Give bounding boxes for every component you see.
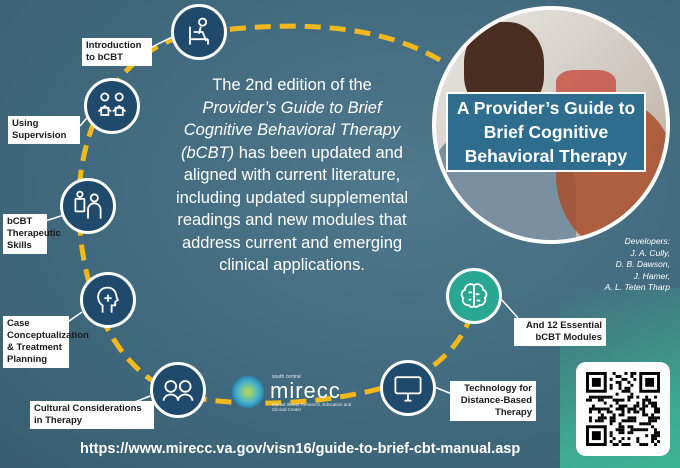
mirecc-logo: south central mirecc Mental Illness Rese… <box>232 372 362 412</box>
mirecc-logo-mark <box>232 376 264 408</box>
guide-title: A Provider’s Guide to Brief Cognitive Be… <box>446 92 646 172</box>
person-in-chair-icon <box>171 4 227 60</box>
computer-monitor-icon <box>380 360 436 416</box>
two-faces-icon <box>150 362 206 418</box>
module-label-introduction: Introduction to bCBT <box>82 38 152 66</box>
module-label-case-conceptualization: Case Conceptualization & Treatment Plann… <box>3 316 89 368</box>
module-label-essential-modules: And 12 Essential bCBT Modules <box>514 318 606 346</box>
module-label-therapeutic-skills: bCBT Therapeutic Skills <box>3 214 61 254</box>
ring-top-path <box>204 23 442 63</box>
developers-credits: Developers: J. A. Cully, D. B. Dawson, J… <box>580 236 670 294</box>
mirecc-subtitle: south central <box>272 374 301 380</box>
developers-heading: Developers: <box>624 236 670 246</box>
description-body: has been updated and aligned with curren… <box>175 143 409 275</box>
qr-code-pattern <box>586 372 660 446</box>
developer-name: A. L. Teten Tharp <box>604 282 670 292</box>
head-profile-icon <box>80 272 136 328</box>
connector-line <box>501 299 519 319</box>
developer-name: J. A. Cully, <box>630 247 670 258</box>
mirecc-wordmark: mirecc <box>270 378 341 403</box>
module-label-supervision: Using Supervision <box>8 116 80 144</box>
developer-name: J. Hamer, <box>633 270 670 281</box>
description-line1: The 2nd edition of the <box>212 76 372 94</box>
module-label-technology: Technology for Distance-Based Therapy <box>450 381 536 421</box>
developer-name: D. B. Dawson, <box>615 259 670 269</box>
manual-url-link[interactable]: https://www.mirecc.va.gov/visn16/guide-t… <box>80 441 521 457</box>
therapist-and-client-icon <box>60 178 116 234</box>
two-people-reading-icon <box>84 78 140 134</box>
description-text: The 2nd edition of the Provider’s Guide … <box>172 74 412 277</box>
qr-code <box>576 362 670 456</box>
mirecc-tagline: Mental Illness Research, Education and C… <box>272 402 352 412</box>
module-label-cultural-considerations: Cultural Considerations in Therapy <box>30 401 154 429</box>
brain-icon <box>446 268 502 324</box>
description-italic-title: Provider’s Guide to Brief Cognitive Beha… <box>180 98 401 162</box>
